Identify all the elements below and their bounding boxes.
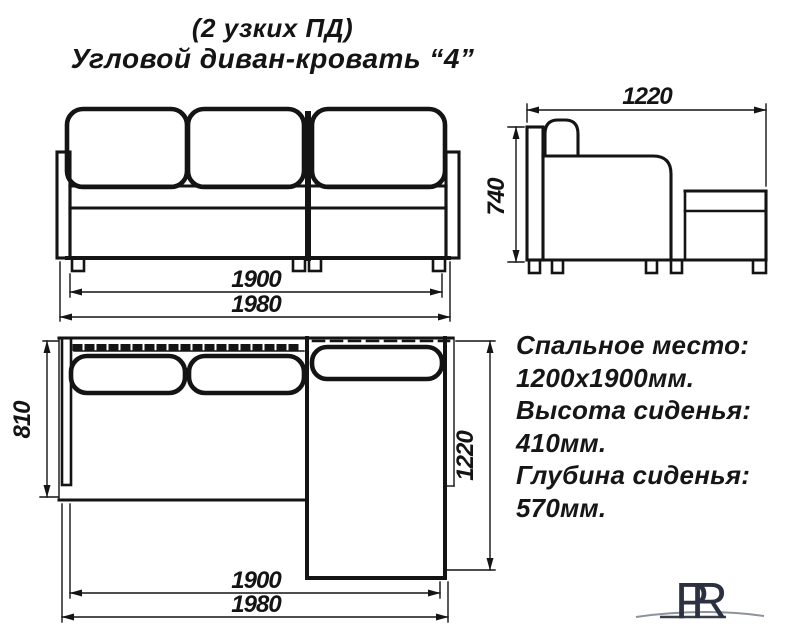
logo-letter-p: P	[675, 572, 709, 629]
manufacturer-logo: P R	[635, 572, 765, 629]
plan-cushion-2	[186, 353, 307, 396]
plan-view: 810 1220 1900 1980	[9, 336, 496, 623]
spec-sleeping-place-value: 1200х1900мм.	[516, 362, 695, 393]
side-seat-outline	[541, 154, 673, 262]
plan-corner-cushion	[309, 344, 445, 382]
spec-seat-depth-value: 570мм.	[516, 492, 607, 523]
front-right-armrest	[444, 150, 461, 260]
spec-seat-depth-label: Глубина сиденья:	[516, 460, 751, 491]
logo-letter-r: R	[691, 572, 728, 629]
plan-dim-810-label: 810	[9, 400, 36, 439]
front-back-cushion-3	[309, 106, 448, 190]
title-line-1: (2 узких ПД)	[191, 13, 354, 43]
side-dim-1220-label: 1220	[622, 83, 673, 110]
spec-seat-height-value: 410мм.	[516, 427, 607, 458]
front-dim-1900-label: 1900	[231, 266, 282, 293]
side-foot-5	[751, 258, 768, 275]
plan-dim-1980-label: 1980	[231, 591, 282, 618]
plan-left-side-rail	[60, 336, 73, 487]
side-foot-2	[550, 258, 565, 275]
spec-text-block: Спальное место: 1200х1900мм. Высота сиде…	[516, 329, 792, 525]
front-back-cushion-1	[64, 106, 190, 190]
front-foot-4	[431, 256, 447, 273]
drawing-title: (2 узких ПД) Угловой диван-кровать “4”	[0, 13, 545, 75]
front-foot-2	[291, 256, 307, 273]
plan-cushion-1	[68, 353, 188, 396]
front-dim-1980-label: 1980	[231, 291, 282, 318]
side-backrest-panel	[525, 125, 545, 262]
spec-seat-height-label: Высота сиденья:	[516, 395, 752, 426]
title-line-2: Угловой диван-кровать “4”	[70, 43, 475, 75]
side-dim-740-label: 740	[483, 177, 510, 216]
side-foot-4	[669, 258, 684, 275]
front-foot-1	[70, 256, 86, 273]
side-foot-3	[644, 258, 659, 275]
front-back-cushion-2	[185, 106, 307, 190]
side-headrest-cushion	[543, 118, 580, 158]
side-foot-1	[527, 258, 542, 275]
side-view: 1220 740	[483, 83, 768, 275]
spec-sleeping-place-label: Спальное место:	[516, 330, 750, 360]
front-foot-3	[307, 256, 323, 273]
logo-swoosh	[635, 611, 765, 618]
front-view: 1900 1980	[55, 106, 461, 322]
plan-dim-1900-label: 1900	[231, 567, 282, 594]
plan-dim-1220-label: 1220	[452, 430, 479, 481]
